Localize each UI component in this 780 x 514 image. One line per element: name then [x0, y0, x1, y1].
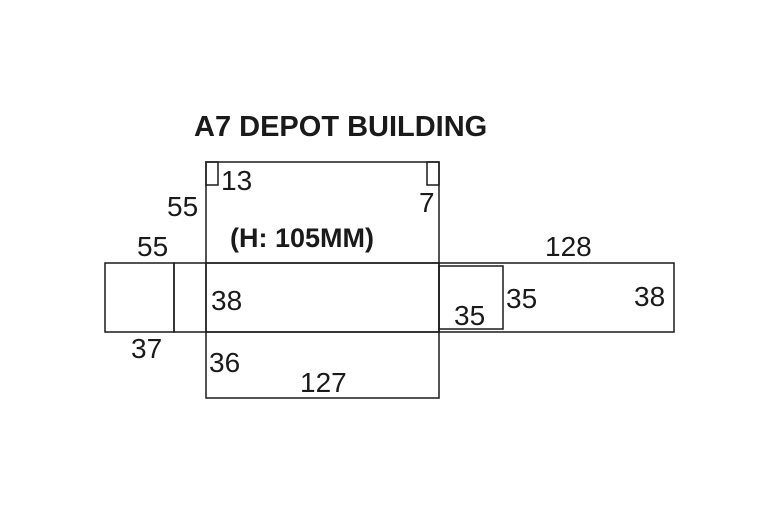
inner-flap: [438, 265, 504, 330]
dim-right-length: 128: [545, 231, 592, 262]
roof-tab-left: [205, 161, 219, 186]
left-flap-outer: [104, 262, 175, 333]
dim-inner-flap-height: 35: [506, 283, 537, 314]
diagram-title: A7 DEPOT BUILDING: [194, 111, 487, 143]
left-flap-inner: [173, 262, 207, 333]
roof-tab-right: [426, 161, 440, 186]
dim-roof-corner-right: 7: [419, 187, 435, 218]
dim-inner-flap-width: 35: [454, 300, 485, 331]
dim-left-flap-width: 55: [137, 231, 168, 262]
dim-front-length: 127: [300, 367, 347, 398]
dim-wall-height: 38: [211, 285, 242, 316]
dim-right-height: 38: [634, 281, 665, 312]
dim-roof-height-left: 55: [167, 191, 198, 222]
dim-left-flap-bottom: 37: [131, 333, 162, 364]
front-panel: [205, 331, 440, 399]
height-label: (H: 105MM): [230, 223, 374, 253]
dim-front-depth: 36: [209, 347, 240, 378]
dim-roof-tab: 13: [221, 165, 252, 196]
